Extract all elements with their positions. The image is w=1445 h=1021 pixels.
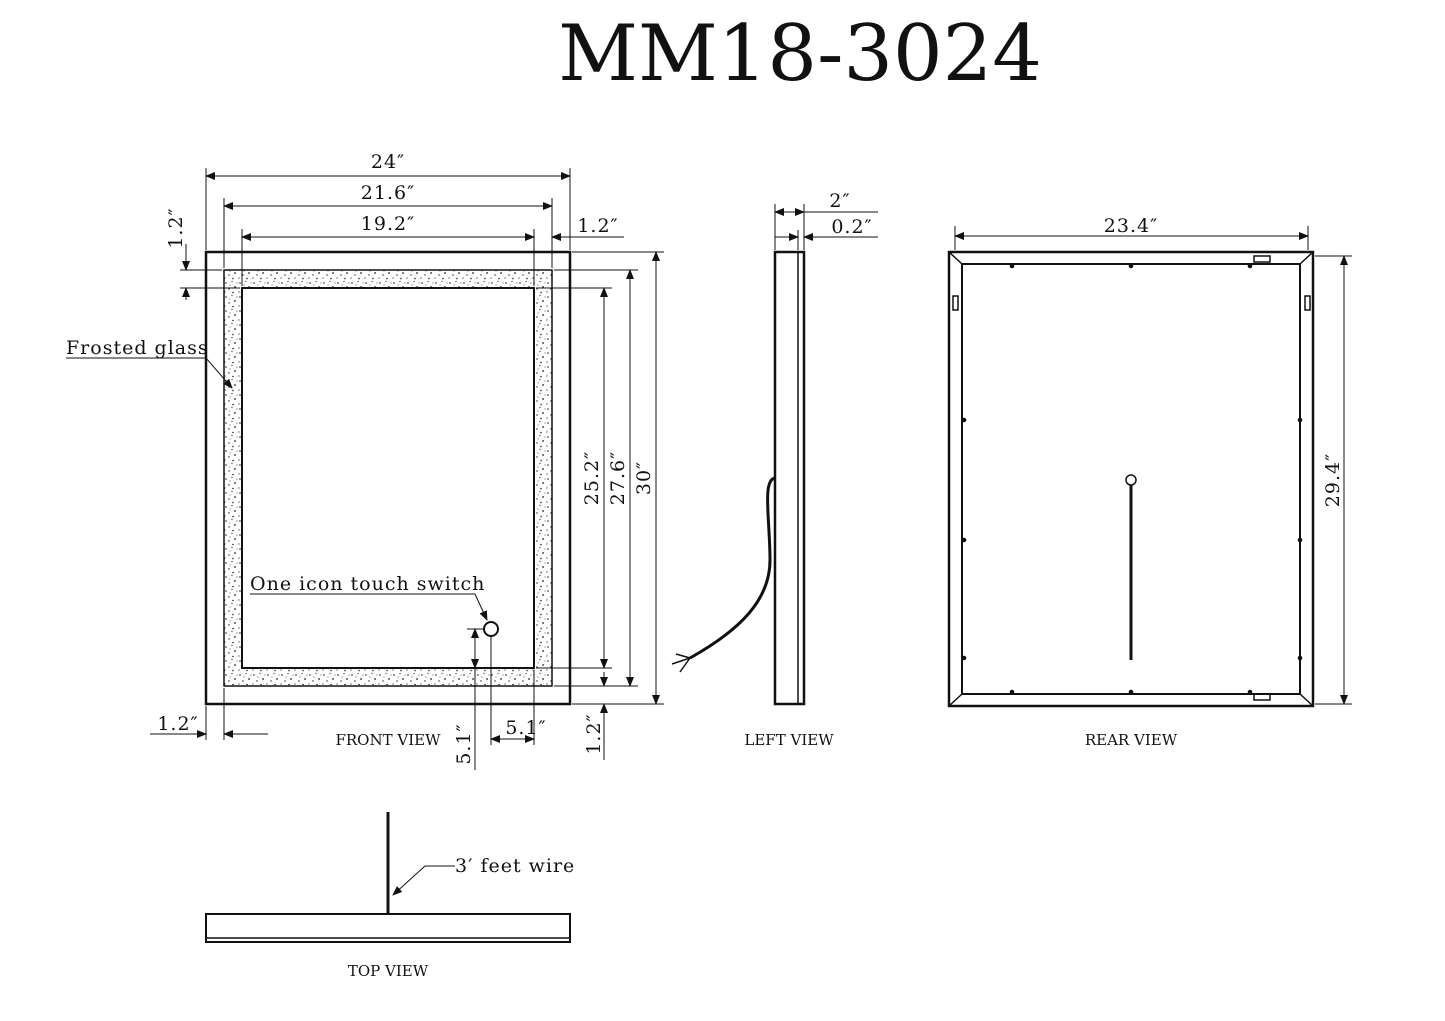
dim-front-margin-right: 1.2″: [577, 215, 618, 237]
dim-rear-width: 23.4″: [1104, 215, 1158, 237]
caption-top-view: TOP VIEW: [348, 962, 429, 980]
caption-rear-view: REAR VIEW: [1085, 731, 1178, 749]
dim-front-width-frost: 21.6″: [361, 182, 415, 204]
label-wire: 3′ feet wire: [455, 855, 575, 877]
drawing-title: MM18-3024: [558, 9, 1042, 99]
dim-side-glass: 0.2″: [831, 216, 872, 238]
caption-left-view: LEFT VIEW: [744, 731, 834, 749]
left-view: [671, 204, 878, 706]
dim-switch-from-right: 5.1″: [505, 717, 546, 739]
dim-rear-height: 29.4″: [1322, 453, 1344, 507]
side-profile: [773, 250, 806, 706]
dim-front-margin-top: 1.2″: [165, 207, 187, 248]
dim-front-width-inner: 19.2″: [361, 213, 415, 235]
dim-front-margin-bottom: 1.2″: [583, 713, 605, 754]
side-wire: [689, 476, 776, 660]
label-frosted-glass: Frosted glass: [66, 337, 209, 359]
rear-outer-frame: [947, 250, 1315, 708]
dim-side-depth: 2″: [829, 190, 850, 212]
dim-front-height-frost: 27.6″: [607, 451, 629, 505]
label-touch-switch: One icon touch switch: [250, 573, 485, 595]
rear-view: [947, 226, 1352, 708]
dim-front-height-inner: 25.2″: [581, 451, 603, 505]
dim-switch-from-bottom: 5.1″: [453, 723, 475, 764]
touch-switch-icon: [483, 621, 499, 637]
dim-front-margin-left: 1.2″: [157, 713, 198, 735]
caption-front-view: FRONT VIEW: [335, 731, 441, 749]
dim-front-width-outer: 24″: [371, 151, 405, 173]
dim-front-height-outer: 30″: [633, 461, 655, 495]
front-inner-mirror: [241, 287, 535, 669]
front-view: [66, 168, 664, 770]
front-outer-frame: [204, 250, 572, 706]
top-view: [205, 812, 571, 943]
